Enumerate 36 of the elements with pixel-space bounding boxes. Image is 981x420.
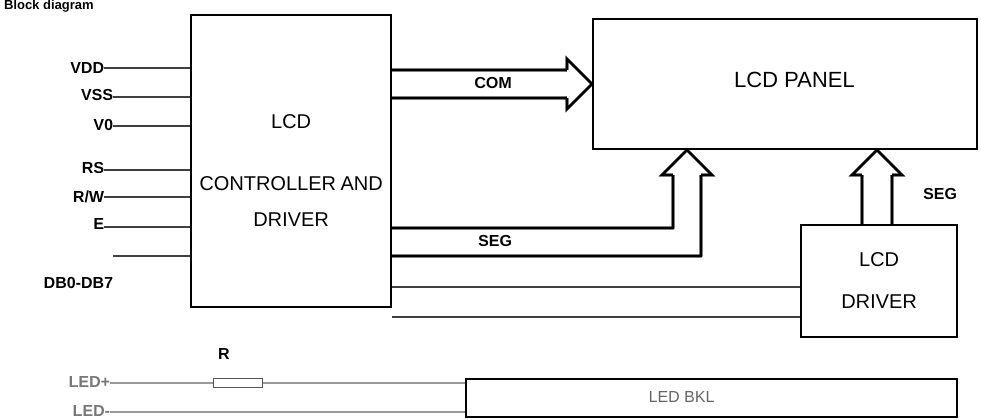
connector-line bbox=[392, 316, 800, 318]
pin-label: RS bbox=[82, 161, 104, 177]
connector-line bbox=[113, 255, 190, 257]
connector-line bbox=[104, 67, 190, 69]
connector-line bbox=[113, 125, 190, 127]
block-label: LCD bbox=[858, 250, 899, 270]
connector-line bbox=[110, 382, 213, 384]
edge-label: COM bbox=[474, 76, 512, 92]
connector-line bbox=[104, 169, 190, 171]
pin-label: V0 bbox=[93, 118, 113, 134]
pin-label: R/W bbox=[72, 190, 104, 206]
driver-block bbox=[800, 224, 958, 338]
block-label: LCD PANEL bbox=[734, 66, 855, 94]
edge-label: SEG bbox=[923, 187, 957, 203]
block-label: LED BKL bbox=[648, 388, 714, 408]
pin-label: VSS bbox=[80, 88, 113, 104]
connector-line bbox=[392, 286, 800, 288]
edge-label: SEG bbox=[478, 234, 512, 250]
backlight-block bbox=[465, 378, 958, 418]
resistor-label: R bbox=[218, 347, 230, 363]
resistor-symbol bbox=[213, 378, 263, 388]
pin-label: LED- bbox=[72, 404, 110, 420]
pin-label: DB0-DB7 bbox=[44, 276, 113, 292]
pin-label: VDD bbox=[70, 61, 104, 77]
block-label: DRIVER bbox=[841, 292, 917, 312]
controller-block bbox=[190, 14, 392, 308]
block-label: LCD bbox=[270, 110, 312, 135]
connector-line bbox=[110, 411, 465, 413]
connector-line bbox=[113, 96, 190, 98]
connector-line bbox=[104, 226, 190, 228]
pin-label: LED+ bbox=[68, 375, 110, 391]
connector-line bbox=[263, 382, 465, 384]
block-label: CONTROLLER AND DRIVER bbox=[198, 172, 384, 233]
panel-block bbox=[592, 18, 978, 150]
connector-line bbox=[104, 196, 190, 198]
pin-label: E bbox=[93, 217, 104, 233]
